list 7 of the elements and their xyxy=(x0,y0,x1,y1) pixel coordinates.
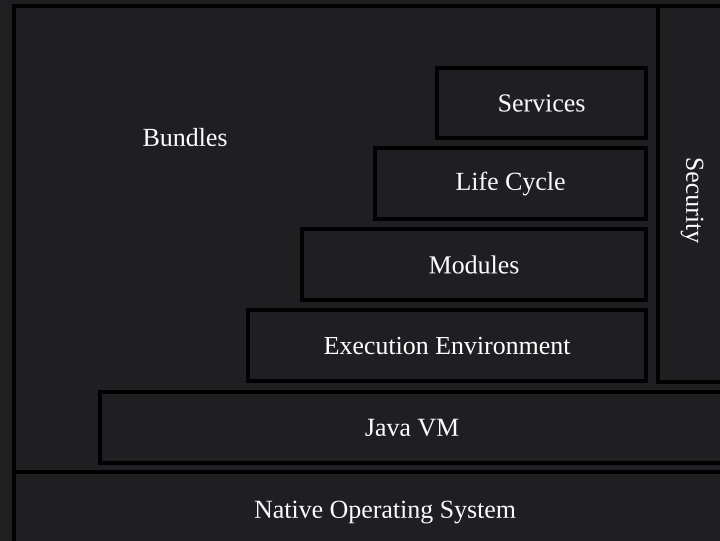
layer-box: Services xyxy=(435,66,648,140)
layer-box: Java VM xyxy=(98,390,720,465)
layer-box: Native Operating System xyxy=(12,470,720,541)
layer-box: Execution Environment xyxy=(246,308,648,383)
layer-box: Life Cycle xyxy=(373,146,648,221)
layer-box: Security xyxy=(656,4,720,384)
layer-box: Modules xyxy=(300,227,648,302)
